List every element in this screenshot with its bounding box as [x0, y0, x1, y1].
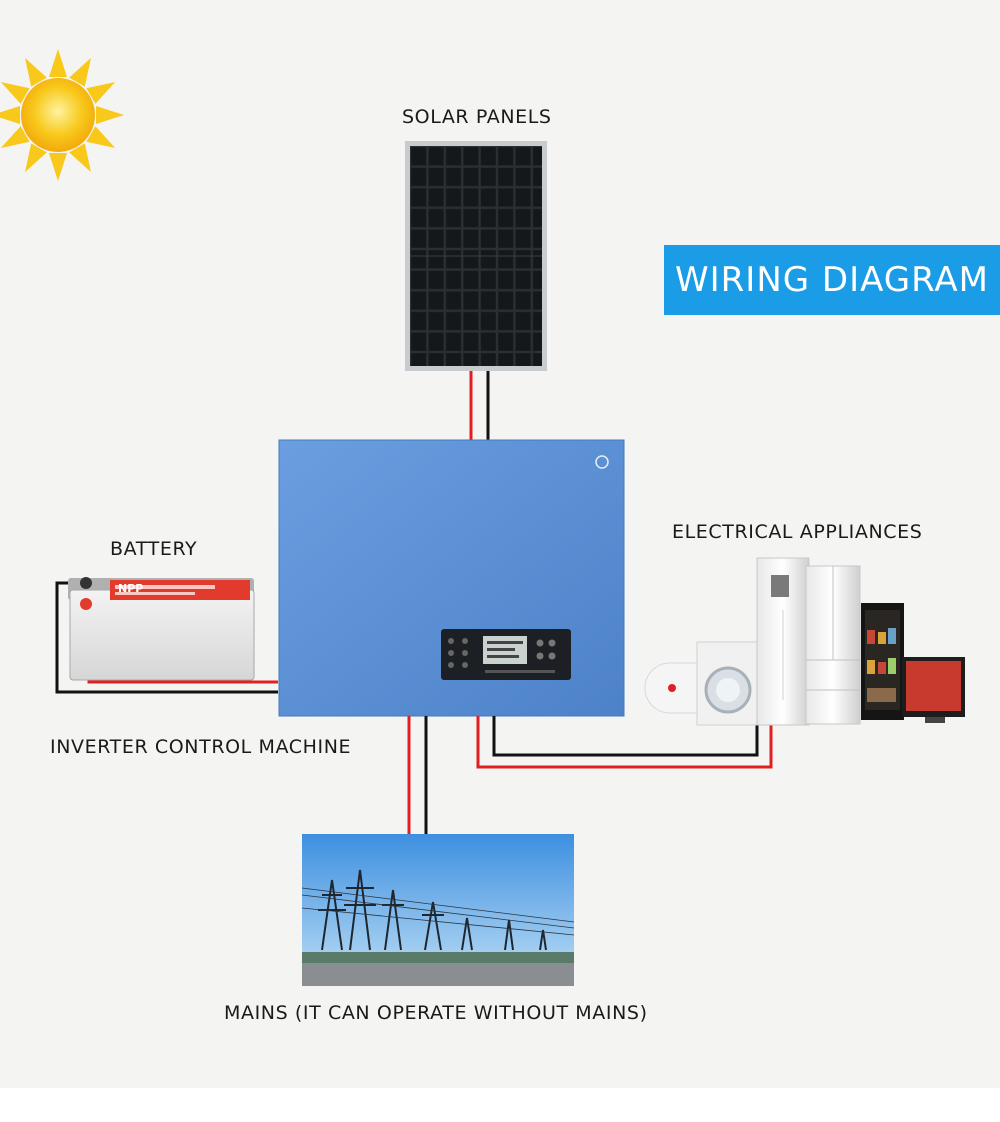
sun-icon: [0, 49, 124, 181]
bottom-band: [0, 1088, 1000, 1122]
electrical-appliances-label: ELECTRICAL APPLIANCES: [672, 521, 923, 543]
appliance-wires: [476, 716, 773, 769]
battery-brand-text: NPP: [118, 582, 144, 595]
mains-wires: [407, 716, 428, 834]
battery-image: [68, 577, 255, 681]
mains-label: MAINS (IT CAN OPERATE WITHOUT MAINS): [224, 1002, 648, 1024]
inverter-label: INVERTER CONTROL MACHINE: [50, 736, 352, 758]
mains-power-lines-image: [301, 834, 575, 986]
inverter-image: [278, 439, 625, 717]
battery-label: BATTERY: [110, 538, 198, 560]
solar-panels-label: SOLAR PANELS: [402, 106, 552, 128]
solar-wires: [469, 371, 490, 440]
diagram-title: WIRING DIAGRAM: [664, 245, 1000, 315]
solar-panel-image: [405, 141, 547, 371]
appliances-image: [644, 557, 965, 726]
